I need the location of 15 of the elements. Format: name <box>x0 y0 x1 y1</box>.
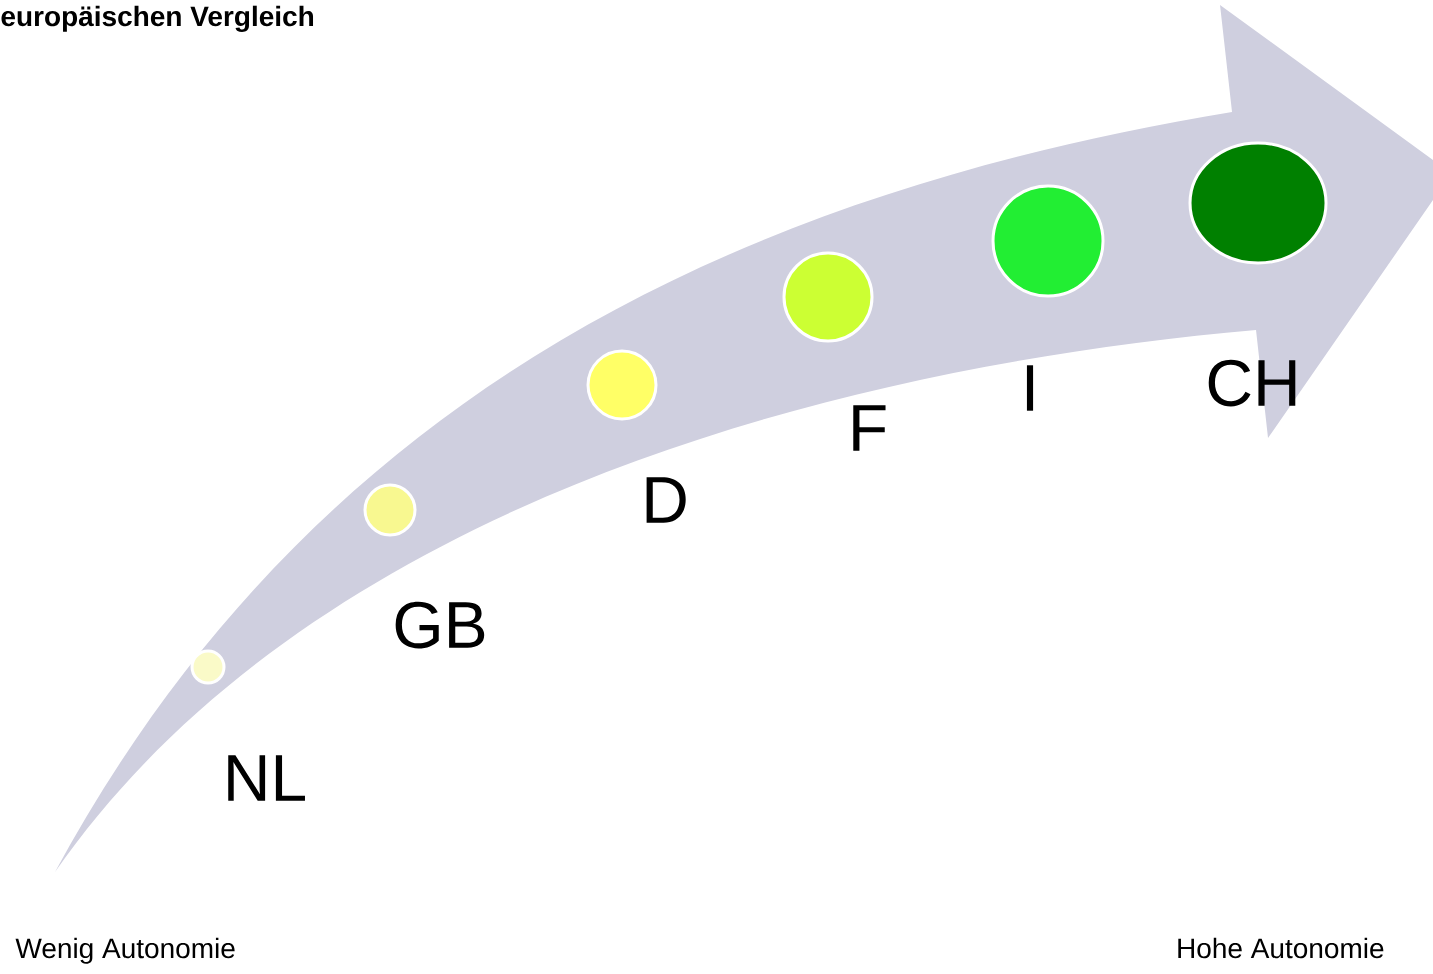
country-code: GB <box>395 601 485 649</box>
country-circle <box>1188 141 1328 265</box>
country-circle <box>782 251 874 343</box>
country-circle <box>363 483 417 537</box>
country-code: NL <box>228 755 305 801</box>
axis-label: Wenig Autonomie <box>15 937 235 964</box>
country-circle <box>586 349 658 421</box>
title: europäischen Vergleich <box>1 5 313 32</box>
country-circle <box>991 184 1105 298</box>
country-code: I <box>1026 365 1034 411</box>
country-code: F <box>853 405 886 451</box>
country-circle <box>190 649 226 685</box>
country-code: CH <box>1208 359 1296 407</box>
country-code: D <box>646 477 686 523</box>
axis-label: Hohe Autonomie <box>1178 937 1384 959</box>
